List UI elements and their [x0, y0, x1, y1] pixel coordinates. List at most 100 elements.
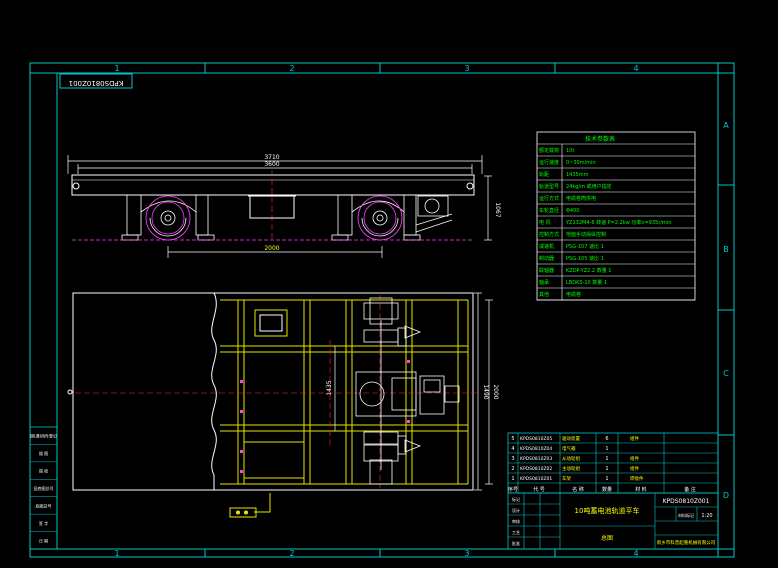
spec-row-label: 运行速度	[539, 159, 559, 166]
row-label-c: C	[723, 369, 729, 378]
spec-table-title: 技术参数表	[585, 135, 615, 143]
part-code: KPDS0810Z03	[520, 456, 552, 462]
header-material: 材 料	[635, 486, 647, 493]
spec-row-value: PSG-105 速比 1	[566, 255, 604, 262]
part-qty: 6	[605, 436, 608, 442]
stamp-text: KPDS0810Z001	[69, 79, 124, 87]
spec-row-value: 10t	[566, 148, 574, 154]
title-block: KPDS0810Z001 10吨蓄电池轨道平车 总图 1:20 材料标记 新乡市…	[507, 492, 719, 550]
part-code: KPDS0810Z02	[520, 466, 552, 472]
spec-row-value: 1435mm	[566, 172, 589, 178]
row-label-b: B	[723, 245, 729, 254]
part-qty: 1	[605, 476, 608, 482]
col-label-bottom-2: 2	[289, 549, 294, 558]
title-block-label: 设计	[512, 507, 520, 513]
part-no: 4	[511, 446, 514, 452]
sidebar-label: 描 图	[39, 450, 48, 456]
col-label-bottom-1: 1	[114, 549, 119, 558]
sidebar-label: 签 字	[39, 520, 48, 526]
spec-row-value: 24kg/m 或用户指定	[566, 183, 612, 190]
part-no: 3	[511, 456, 514, 462]
sidebar-label: 底图总号	[36, 502, 52, 508]
title-drawing-no: KPDS0810Z001	[663, 498, 710, 505]
spec-row-value: KZDP-YZ2.2 数量 1	[566, 267, 611, 274]
border-labels: 1 2 3 4 1 2 3 4 A B C D	[114, 64, 729, 558]
sidebar-label: 旧底图总号	[34, 485, 54, 491]
sidebar-label: 描 校	[39, 468, 48, 474]
dim-frame-length: 3600	[264, 161, 279, 168]
row-label-a: A	[723, 121, 729, 130]
spec-row-value: LBDKS-10 数量 1	[566, 279, 607, 286]
part-note: 组件	[630, 465, 639, 472]
part-name: 车架	[562, 475, 571, 482]
part-code: KPDS0810Z04	[520, 446, 552, 452]
part-name: 主动轮组	[562, 465, 580, 472]
spec-row-label: 轨距	[539, 171, 549, 178]
title-scale: 1:20	[701, 513, 712, 519]
spec-row-label: 其他	[539, 291, 549, 298]
spec-row-label: 车轮直径	[539, 207, 559, 214]
spec-row-value: Φ400	[566, 208, 579, 214]
spec-table: 技术参数表 额定载荷 10t 运行速度 0~30m/min 轨距 1435mm 轨道型号 24…	[536, 131, 696, 301]
title-main: 10吨蓄电池轨道平车	[575, 506, 640, 515]
part-qty: 1	[605, 466, 608, 472]
spec-row-value: PSG-107 速比 1	[566, 243, 604, 250]
spec-row-value: 0~30m/min	[566, 160, 596, 166]
plan-view: 2000 1490 1435	[67, 292, 499, 518]
drawing-number-stamp: KPDS0810Z001	[59, 73, 133, 89]
dim-wheelbase: 2000	[264, 245, 279, 252]
col-label-top-4: 4	[633, 64, 638, 73]
spec-row-label: 运行方式	[539, 195, 559, 202]
spec-row-value: 地面手动操纵控制	[566, 231, 606, 238]
part-code: KPDS0810Z05	[520, 436, 552, 442]
spec-row-value: 电缆卷	[566, 291, 581, 298]
header-name: 名 称	[572, 486, 584, 493]
part-no: 5	[511, 436, 514, 442]
title-block-label: 工艺	[512, 530, 520, 535]
dim-overall-length: 3710	[264, 154, 279, 161]
part-name: 从动轮组	[562, 455, 580, 462]
part-name: 电气箱	[562, 445, 576, 452]
title-sheet: 总图	[601, 534, 613, 542]
col-label-bottom-3: 3	[464, 549, 469, 558]
spec-row-label: 轴承	[539, 279, 549, 286]
part-qty: 1	[605, 446, 608, 452]
part-name: 驱动装置	[562, 435, 580, 442]
title-block-label: 标记	[512, 496, 520, 502]
spec-row-label: 联轴器	[539, 267, 554, 274]
header-note: 备 注	[684, 486, 696, 493]
header-code: 代 号	[533, 486, 545, 493]
spec-row-label: 减速机	[539, 243, 554, 250]
col-label-top-2: 2	[289, 64, 294, 73]
dim-track-gauge: 1435	[326, 380, 333, 395]
header-no: 序号	[508, 486, 518, 493]
parts-list-header: 序号 代 号 名 称 数量 材 料 备 注	[508, 486, 696, 493]
part-code: KPDS0810Z01	[520, 476, 552, 482]
col-label-bottom-4: 4	[633, 549, 638, 558]
title-company: 新乡市科普起重机械有限公司	[657, 539, 716, 546]
spec-table-rows: 额定载荷 10t 运行速度 0~30m/min 轨距 1435mm 轨道型号 24kg/m 或…	[537, 147, 695, 301]
col-label-top-1: 1	[114, 64, 119, 73]
dim-plan-width: 2000	[492, 384, 499, 399]
row-label-d: D	[723, 491, 729, 500]
spec-row-label: 控制方式	[539, 231, 559, 238]
part-note: 焊接件	[630, 475, 644, 482]
sidebar-label: 日 期	[39, 537, 48, 543]
spec-row-label: 轨道型号	[539, 183, 559, 190]
dim-height: 1067	[494, 202, 501, 217]
spec-row-label: 电 机	[539, 219, 551, 226]
title-block-label: 批准	[512, 540, 520, 546]
spec-row-value: 电缆卷筒供电	[566, 195, 596, 202]
sidebar-label: 借(通)用件登记	[30, 433, 57, 439]
spec-row-label: 额定载荷	[539, 147, 559, 154]
header-qty: 数量	[602, 486, 612, 493]
title-material-label: 材料标记	[678, 512, 694, 518]
part-no: 2	[511, 466, 514, 472]
part-no: 1	[511, 476, 514, 482]
title-block-label: 审核	[512, 518, 520, 524]
